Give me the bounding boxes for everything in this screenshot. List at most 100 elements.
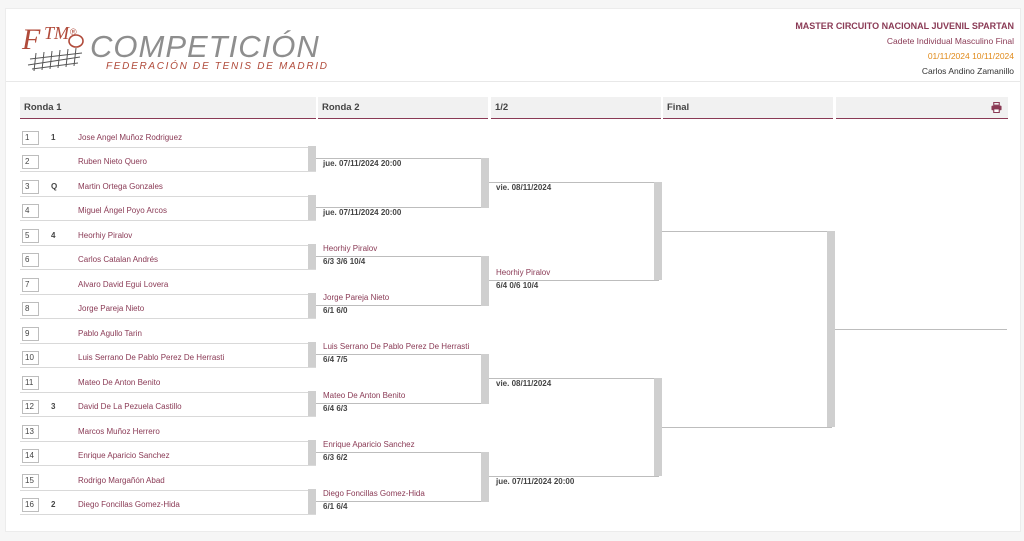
player-name[interactable]: Pablo Agullo Tarin [78,329,142,338]
round1-row: 15 Rodrigo Margañón Abad [20,472,316,491]
match-winner[interactable]: Heorhiy Piralov [323,244,378,253]
round1-row: 12 3 David De La Pezuela Castillo [20,398,316,417]
player-name[interactable]: Martin Ortega Gonzales [78,182,163,191]
seed-mark: Q [51,182,58,191]
player-name[interactable]: Heorhiy Piralov [78,231,133,240]
match-score: 6/1 6/0 [323,306,348,315]
tournament-referee: Carlos Andino Zamanillo [921,66,1014,76]
bracket-connector [827,231,835,427]
match-winner[interactable]: Diego Foncillas Gomez-Hida [323,489,425,498]
draw-position: 15 [22,474,39,488]
match-score: 6/4 0/6 10/4 [496,281,539,290]
draw-position: 11 [22,376,39,390]
player-name[interactable]: David De La Pezuela Castillo [78,402,182,411]
round1-row: 1 1 Jose Angel Muñoz Rodriguez [20,129,316,148]
player-name[interactable]: Luis Serrano De Pablo Perez De Herrasti [78,353,225,362]
match-score: 6/4 7/5 [323,355,348,364]
logo-subtitle: FEDERACIÓN DE TENIS DE MADRID [106,61,329,72]
draw-position: 3 [22,180,39,194]
draw-position: 1 [22,131,39,145]
bracket-connector [308,293,316,318]
match-winner[interactable]: Mateo De Anton Benito [323,391,406,400]
round1-row: 7 Alvaro David Egui Lovera [20,276,316,295]
match-winner[interactable]: Heorhiy Piralov [496,268,551,277]
final-slot-line [662,427,832,428]
match-winner[interactable]: Jorge Pareja Nieto [323,293,390,302]
draw-position: 14 [22,449,39,463]
champion-slot-line [835,329,1007,330]
match-schedule: jue. 07/11/2024 20:00 [496,477,575,486]
svg-text:TM: TM [44,23,70,43]
draw-page: F TM ® COMPETICIÓN FEDERACIÓN DE TENIS D… [5,8,1021,532]
round1-row: 10 Luis Serrano De Pablo Perez De Herras… [20,349,316,368]
match-schedule: vie. 08/11/2024 [496,379,552,388]
draw-position: 5 [22,229,39,243]
round1-row: 8 Jorge Pareja Nieto [20,300,316,319]
round2-slot-line [316,354,486,355]
player-name[interactable]: Mateo De Anton Benito [78,378,161,387]
draw-position: 2 [22,155,39,169]
match-schedule: jue. 07/11/2024 20:00 [323,159,402,168]
player-name[interactable]: Jorge Pareja Nieto [78,304,145,313]
draw-position: 8 [22,302,39,316]
bracket-connector [308,489,316,514]
player-name[interactable]: Rodrigo Margañón Abad [78,476,165,485]
semi-slot-line [489,182,659,183]
semi-slot-line [489,378,659,379]
player-name[interactable]: Diego Foncillas Gomez-Hida [78,500,180,509]
player-name[interactable]: Marcos Muñoz Herrero [78,427,160,436]
round1-row: 14 Enrique Aparicio Sanchez [20,447,316,466]
printer-icon[interactable] [991,102,1002,113]
player-name[interactable]: Ruben Nieto Quero [78,157,147,166]
svg-text:F: F [21,23,41,56]
round1-row: 9 Pablo Agullo Tarin [20,325,316,344]
column-header-round2: Ronda 2 [318,97,488,119]
draw-position: 16 [22,498,39,512]
round1-row: 4 Miguel Ángel Poyo Arcos [20,202,316,221]
player-name[interactable]: Enrique Aparicio Sanchez [78,451,170,460]
bracket-connector [308,440,316,465]
round2-slot-line [316,452,486,453]
bracket-connector [308,146,316,171]
player-name[interactable]: Miguel Ángel Poyo Arcos [78,206,167,215]
draw-position: 12 [22,400,39,414]
match-winner[interactable]: Enrique Aparicio Sanchez [323,440,415,449]
match-score: 6/3 6/2 [323,453,348,462]
match-winner[interactable]: Luis Serrano De Pablo Perez De Herrasti [323,342,470,351]
match-score: 6/4 6/3 [323,404,348,413]
round2-slot-line [316,158,486,159]
tournament-category: Cadete Individual Masculino Final [886,36,1014,46]
match-schedule: jue. 07/11/2024 20:00 [323,208,402,217]
bracket-connector [654,378,662,476]
bracket-connector [481,158,489,208]
column-header-print [836,97,1008,119]
seed-mark: 1 [51,133,56,142]
round1-row: 5 4 Heorhiy Piralov [20,227,316,246]
round2-slot-line [316,501,486,502]
logo-title: COMPETICIÓN [90,29,320,64]
header-divider [6,81,1020,82]
round2-slot-line [316,256,486,257]
player-name[interactable]: Jose Angel Muñoz Rodriguez [78,133,183,142]
draw-position: 13 [22,425,39,439]
draw-position: 10 [22,351,39,365]
bracket-connector [308,391,316,416]
bracket-connector [308,244,316,269]
round2-slot-line [316,403,486,404]
tournament-dates: 01/11/2024 10/11/2024 [927,51,1014,61]
round1-row: 3 Q Martin Ortega Gonzales [20,178,316,197]
seed-mark: 3 [51,402,56,411]
tournament-info: MASTER CIRCUITO NACIONAL JUVENIL SPARTAN… [795,19,1014,79]
seed-mark: 4 [51,231,56,240]
player-name[interactable]: Alvaro David Egui Lovera [78,280,169,289]
round2-slot-line [316,305,486,306]
ftm-logo[interactable]: F TM ® COMPETICIÓN FEDERACIÓN DE TENIS D… [20,21,327,79]
round1-row: 13 Marcos Muñoz Herrero [20,423,316,442]
bracket-connector [481,354,489,404]
bracket-connector [481,452,489,502]
tournament-title: MASTER CIRCUITO NACIONAL JUVENIL SPARTAN [795,21,1014,31]
match-schedule: vie. 08/11/2024 [496,183,552,192]
player-name[interactable]: Carlos Catalan Andrés [78,255,159,264]
svg-text:®: ® [70,27,77,37]
final-slot-line [662,231,832,232]
